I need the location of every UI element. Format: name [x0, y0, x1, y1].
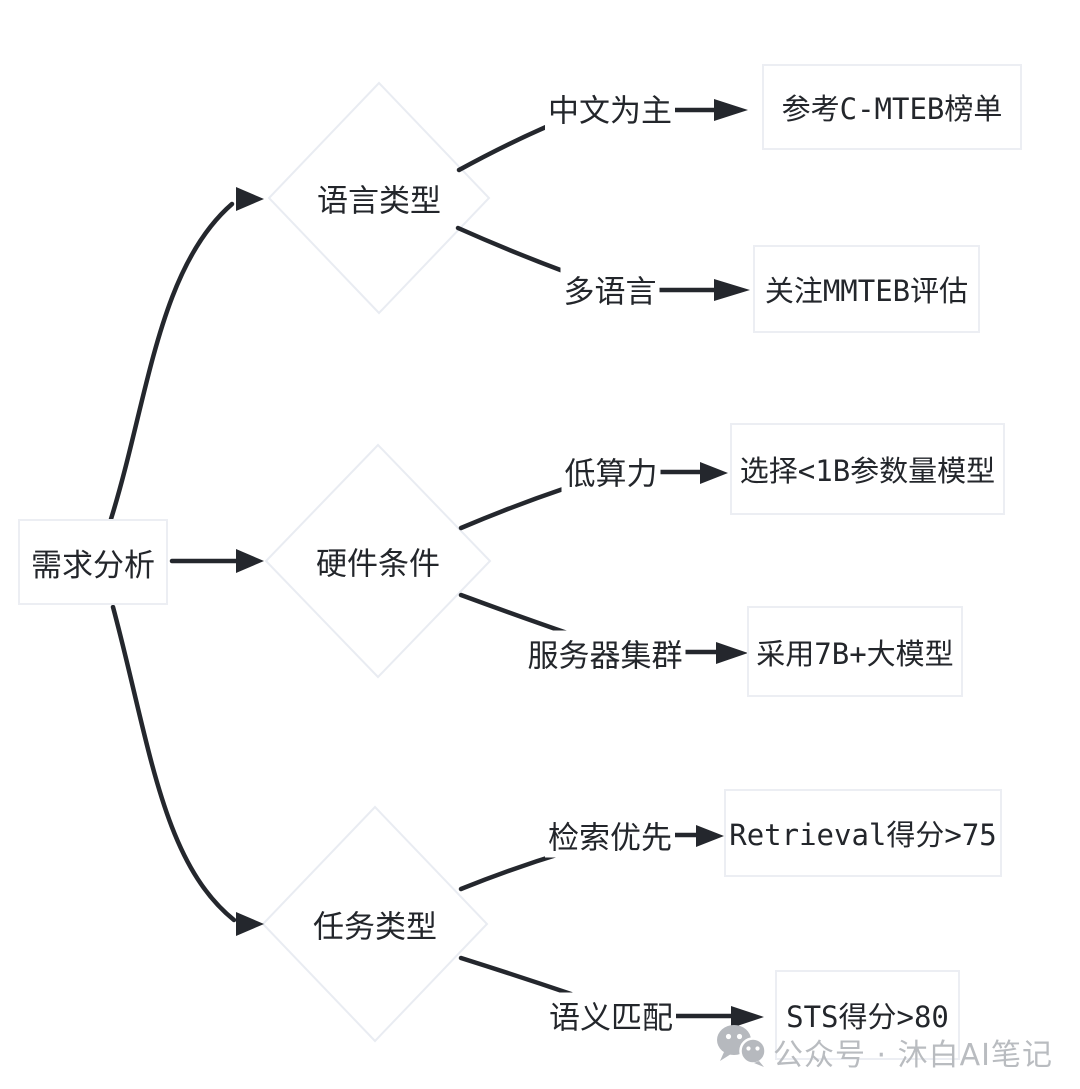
edge-task-to-semantic-label [458, 955, 574, 997]
result-7b-plus-model: 采用7B+大模型 [747, 606, 963, 697]
arrowhead-lowcompute-result [700, 462, 728, 484]
edge-hardware-to-cluster-label [458, 592, 573, 637]
edge-root-to-language [108, 201, 235, 522]
result-under-1b-model: 选择<1B参数量模型 [730, 423, 1005, 515]
edge-label-multilingual: 多语言 [560, 266, 660, 312]
result-cmteb-leaderboard: 参考C-MTEB榜单 [762, 64, 1022, 150]
arrowhead-multilingual-result [714, 279, 750, 301]
edge-label-retrieval-first: 检索优先 [545, 812, 675, 858]
result-retrieval-score: Retrieval得分>75 [724, 789, 1002, 877]
diamond-language-type [267, 81, 491, 315]
watermark-text: 公众号 · 沐白AI笔记 [773, 1038, 1053, 1073]
diamond-task-type [261, 805, 489, 1043]
diamond-label-language-type: 语言类型 [317, 183, 441, 220]
edge-task-to-retrieval-label [458, 849, 569, 892]
node-requirement-analysis: 需求分析 [18, 519, 168, 605]
wechat-icon [717, 1025, 767, 1067]
arrowhead-root-to-hardware [236, 549, 264, 573]
diamond-label-task-type: 任务类型 [313, 909, 437, 946]
edge-label-server-cluster: 服务器集群 [524, 630, 686, 676]
arrowhead-root-to-task [236, 912, 264, 936]
arrowhead-root-to-language [236, 187, 264, 211]
edge-language-to-multilingual-label [455, 225, 566, 274]
edge-label-low-compute: 低算力 [561, 448, 661, 494]
arrowhead-chinese-result [714, 99, 748, 121]
diamond-hardware-condition [264, 443, 492, 679]
edge-label-chinese-primary: 中文为主 [545, 85, 675, 131]
arrowhead-retrieval-result [696, 825, 724, 847]
arrowhead-semantic-result [731, 1006, 764, 1028]
edge-label-semantic-match: 语义匹配 [546, 992, 676, 1038]
result-sts-score: STS得分>80 [775, 970, 960, 1060]
edge-hardware-to-lowcompute-label [458, 486, 566, 531]
edge-root-to-task [110, 604, 237, 923]
arrowhead-cluster-result [716, 642, 748, 664]
result-mmteb-evaluation: 关注MMTEB评估 [753, 245, 980, 333]
diamond-label-hardware-condition: 硬件条件 [316, 546, 440, 583]
